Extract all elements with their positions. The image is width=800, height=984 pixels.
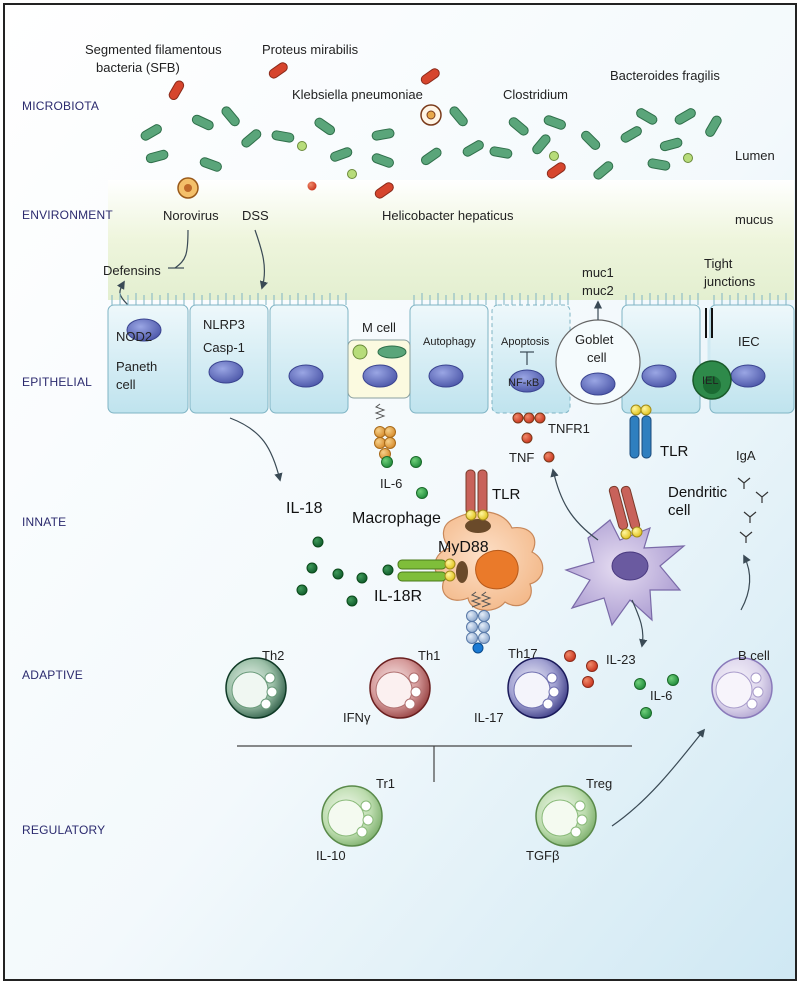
th17-cell	[507, 657, 569, 719]
label-tnf: TNF	[509, 450, 534, 465]
label-macrophage: Macrophage	[352, 510, 441, 527]
label-goblet-line1: Goblet	[575, 332, 614, 347]
label-tight-line1: Tight	[704, 256, 733, 271]
label-th2: Th2	[262, 648, 284, 663]
tnf-particle	[521, 432, 533, 444]
label-autophagy: Autophagy	[423, 336, 476, 348]
il6-particles-adaptive	[634, 674, 679, 719]
nlrp3-to-il18-arrow	[229, 417, 283, 482]
treg-to-bcell-arrow	[611, 728, 706, 827]
label-myd88: MyD88	[438, 539, 489, 556]
level-innate: INNATE	[22, 515, 66, 529]
label-muc2: muc2	[582, 283, 614, 298]
label-paneth-line2: cell	[116, 377, 136, 392]
dc-to-il23-arrow	[631, 599, 648, 648]
label-goblet-line2: cell	[587, 350, 607, 365]
macrophage-cell	[397, 469, 544, 654]
level-adaptive: ADAPTIVE	[22, 668, 83, 682]
level-epithelial: EPITHELIAL	[22, 375, 92, 389]
m-cell-signaling-chain	[374, 403, 396, 460]
label-bacteroides: Bacteroides fragilis	[610, 68, 720, 83]
label-casp1: Casp-1	[203, 340, 245, 355]
label-mucus: mucus	[735, 212, 774, 227]
label-klebsiella: Klebsiella pneumoniae	[292, 87, 423, 102]
label-paneth-line1: Paneth	[116, 359, 157, 374]
label-il18r: IL-18R	[374, 588, 422, 605]
treg-cell	[535, 785, 597, 847]
label-apoptosis: Apoptosis	[501, 336, 550, 348]
label-tgfb: TGFβ	[526, 848, 559, 863]
mucus-layer	[108, 180, 794, 300]
bcell-to-iga-arrow	[740, 554, 751, 611]
label-il23: IL-23	[606, 652, 636, 667]
label-il6-innate: IL-6	[380, 476, 402, 491]
label-th1: Th1	[418, 648, 440, 663]
label-sfb-line2: bacteria (SFB)	[96, 60, 180, 75]
b-cell	[711, 657, 773, 719]
label-bcell: B cell	[738, 648, 770, 663]
label-il17: IL-17	[474, 710, 504, 725]
label-il18: IL-18	[286, 500, 323, 517]
label-defensins: Defensins	[103, 263, 161, 278]
label-il6-adaptive: IL-6	[650, 688, 672, 703]
tnfr1-receptor-icon	[512, 412, 546, 424]
level-microbiota: MICROBIOTA	[22, 99, 99, 113]
label-il10: IL-10	[316, 848, 346, 863]
il6-particles-mcell	[381, 456, 428, 499]
label-iec: IEC	[738, 334, 760, 349]
label-treg: Treg	[586, 776, 612, 791]
label-dendritic-line1: Dendritic	[668, 484, 728, 501]
label-tight-line2: junctions	[703, 274, 756, 289]
level-regulatory: REGULATORY	[22, 823, 105, 837]
epithelial-tlr-icon	[629, 404, 652, 459]
label-dss: DSS	[242, 208, 269, 223]
label-th17: Th17	[508, 646, 538, 661]
label-tlr-epithelial: TLR	[660, 443, 689, 460]
norovirus-inhibition-line	[174, 229, 189, 269]
label-clostridium: Clostridium	[503, 87, 568, 102]
level-environment: ENVIRONMENT	[22, 208, 113, 222]
label-iel: IEL	[702, 375, 719, 387]
label-dendritic-line2: cell	[668, 502, 691, 519]
th1-cell	[369, 657, 431, 719]
label-lumen: Lumen	[735, 148, 775, 163]
dss-arrow	[254, 229, 268, 290]
label-norovirus: Norovirus	[163, 208, 219, 223]
label-iga: IgA	[736, 448, 756, 463]
label-ifng: IFNγ	[343, 710, 371, 725]
microbiota-bacteria	[140, 62, 722, 199]
epithelial-layer	[107, 293, 795, 414]
il23-particles	[564, 650, 598, 688]
label-nlrp3: NLRP3	[203, 317, 245, 332]
label-muc1: muc1	[582, 265, 614, 280]
label-m-cell: M cell	[362, 320, 396, 335]
label-nfkb: NF-κB	[508, 377, 539, 389]
iga-antibody-icons	[737, 477, 769, 543]
label-sfb-line1: Segmented filamentous	[85, 42, 222, 57]
th2-cell	[225, 657, 287, 719]
norovirus-particle-icon	[177, 177, 199, 199]
label-tr1: Tr1	[376, 776, 395, 791]
dc-to-tnf-arrow	[550, 468, 599, 541]
label-tnfr1: TNFR1	[548, 421, 590, 436]
tr1-cell	[321, 785, 383, 847]
label-proteus: Proteus mirabilis	[262, 42, 359, 57]
label-nod2: NOD2	[116, 329, 152, 344]
label-tlr-macrophage: TLR	[492, 486, 521, 503]
label-helicobacter: Helicobacter hepaticus	[382, 208, 514, 223]
il18-particles	[296, 536, 394, 607]
dendritic-cell	[564, 485, 686, 627]
klebsiella-particle-icon	[420, 104, 442, 126]
